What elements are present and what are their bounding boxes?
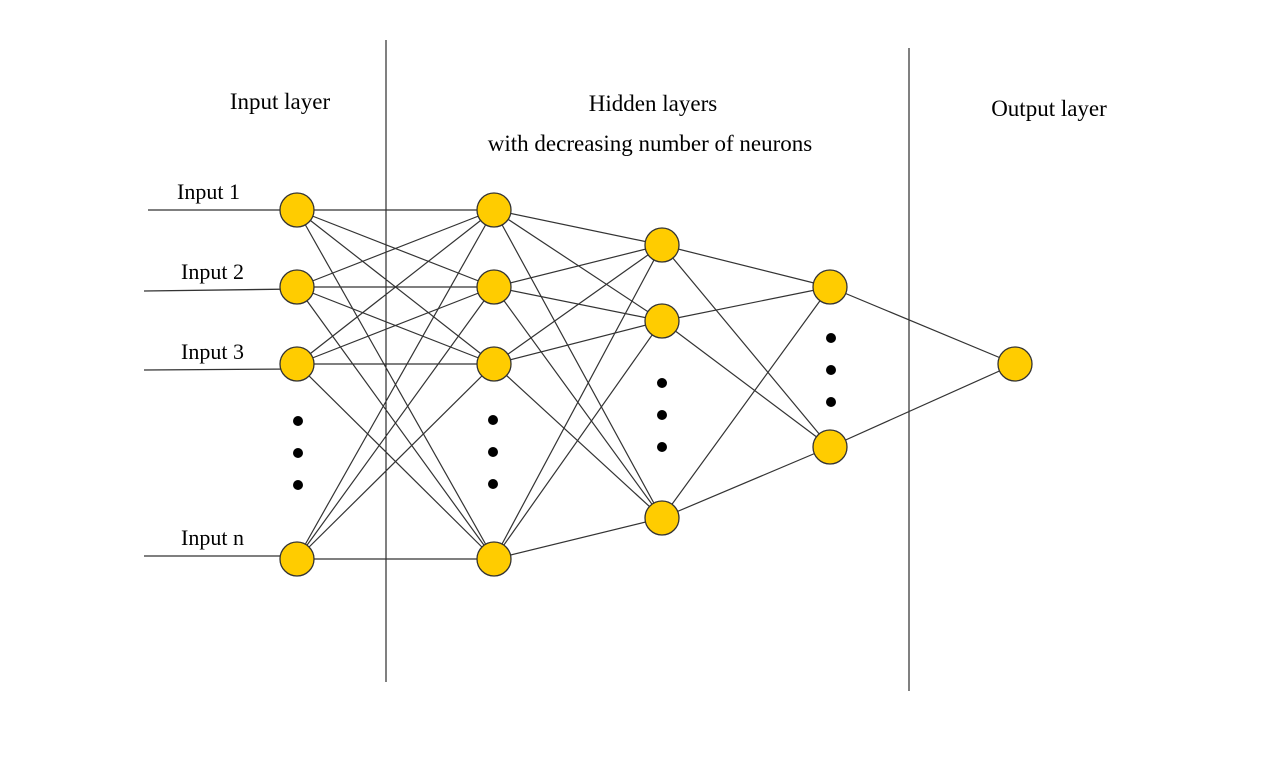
edge-hidden2-2-to-hidden3-1 bbox=[661, 286, 831, 322]
edge-hidden2-1-to-hidden3-1 bbox=[661, 244, 831, 288]
neuron-input-2 bbox=[279, 269, 315, 305]
input-line-3 bbox=[143, 368, 298, 371]
edge-hidden1-2-to-hidden2-1 bbox=[493, 244, 663, 288]
ellipsis-dot-input-3 bbox=[293, 480, 303, 490]
neuron-output-1 bbox=[997, 346, 1033, 382]
connections bbox=[296, 209, 1016, 560]
ellipsis-dot-hidden1-1 bbox=[488, 415, 498, 425]
edge-hidden1-1-to-hidden2-1 bbox=[493, 209, 663, 246]
ellipsis-dot-input-2 bbox=[293, 448, 303, 458]
neuron-hidden2-1 bbox=[644, 227, 680, 263]
ellipsis-dot-hidden2-2 bbox=[657, 410, 667, 420]
ellipsis-dot-hidden2-3 bbox=[657, 442, 667, 452]
edge-hidden2-2-to-hidden3-2 bbox=[661, 320, 831, 448]
edge-input-3-to-hidden1-1 bbox=[296, 209, 495, 365]
input-label-3: Input 3 bbox=[181, 339, 244, 364]
edge-hidden3-2-to-output-1 bbox=[829, 363, 1016, 448]
edge-input-4-to-hidden1-2 bbox=[296, 286, 495, 560]
edge-hidden1-4-to-hidden2-3 bbox=[493, 517, 663, 560]
hidden-layers-title: Hidden layers bbox=[589, 91, 717, 116]
neuron-hidden3-2 bbox=[812, 429, 848, 465]
neuron-hidden1-2 bbox=[476, 269, 512, 305]
edge-input-2-to-hidden1-1 bbox=[296, 209, 495, 288]
edge-hidden3-1-to-output-1 bbox=[829, 286, 1016, 365]
edge-input-3-to-hidden1-2 bbox=[296, 286, 495, 365]
ellipsis-dots bbox=[293, 333, 836, 490]
neuron-input-1 bbox=[279, 192, 315, 228]
edge-hidden1-1-to-hidden2-3 bbox=[493, 209, 663, 519]
neuron-hidden2-2 bbox=[644, 303, 680, 339]
ellipsis-dot-hidden1-3 bbox=[488, 479, 498, 489]
ellipsis-dot-hidden3-1 bbox=[826, 333, 836, 343]
edge-hidden1-3-to-hidden2-1 bbox=[493, 244, 663, 365]
edge-hidden1-4-to-hidden2-2 bbox=[493, 320, 663, 560]
neuron-hidden3-1 bbox=[812, 269, 848, 305]
edge-hidden2-1-to-hidden3-2 bbox=[661, 244, 831, 448]
input-layer-title: Input layer bbox=[230, 89, 331, 114]
input-line-2 bbox=[143, 288, 298, 292]
output-layer-title: Output layer bbox=[991, 96, 1107, 121]
input-label-1: Input 1 bbox=[177, 179, 240, 204]
ellipsis-dot-hidden1-2 bbox=[488, 447, 498, 457]
neuron-hidden1-1 bbox=[476, 192, 512, 228]
neuron-input-3 bbox=[279, 346, 315, 382]
neuron-hidden1-4 bbox=[476, 541, 512, 577]
neurons bbox=[279, 192, 1033, 577]
edge-hidden2-3-to-hidden3-1 bbox=[661, 286, 831, 519]
edge-input-4-to-hidden1-1 bbox=[296, 209, 495, 560]
edge-hidden2-3-to-hidden3-2 bbox=[661, 446, 831, 519]
neuron-hidden1-3 bbox=[476, 346, 512, 382]
ellipsis-dot-hidden3-3 bbox=[826, 397, 836, 407]
ellipsis-dot-hidden3-2 bbox=[826, 365, 836, 375]
input-label-n: Input n bbox=[181, 525, 244, 550]
hidden-layers-subtitle: with decreasing number of neurons bbox=[488, 131, 813, 156]
input-label-2: Input 2 bbox=[181, 259, 244, 284]
edge-hidden1-4-to-hidden2-1 bbox=[493, 244, 663, 560]
neuron-input-4 bbox=[279, 541, 315, 577]
ellipsis-dot-input-1 bbox=[293, 416, 303, 426]
edge-input-4-to-hidden1-3 bbox=[296, 363, 495, 560]
neuron-hidden2-3 bbox=[644, 500, 680, 536]
edge-hidden1-3-to-hidden2-2 bbox=[493, 320, 663, 365]
ellipsis-dot-hidden2-1 bbox=[657, 378, 667, 388]
